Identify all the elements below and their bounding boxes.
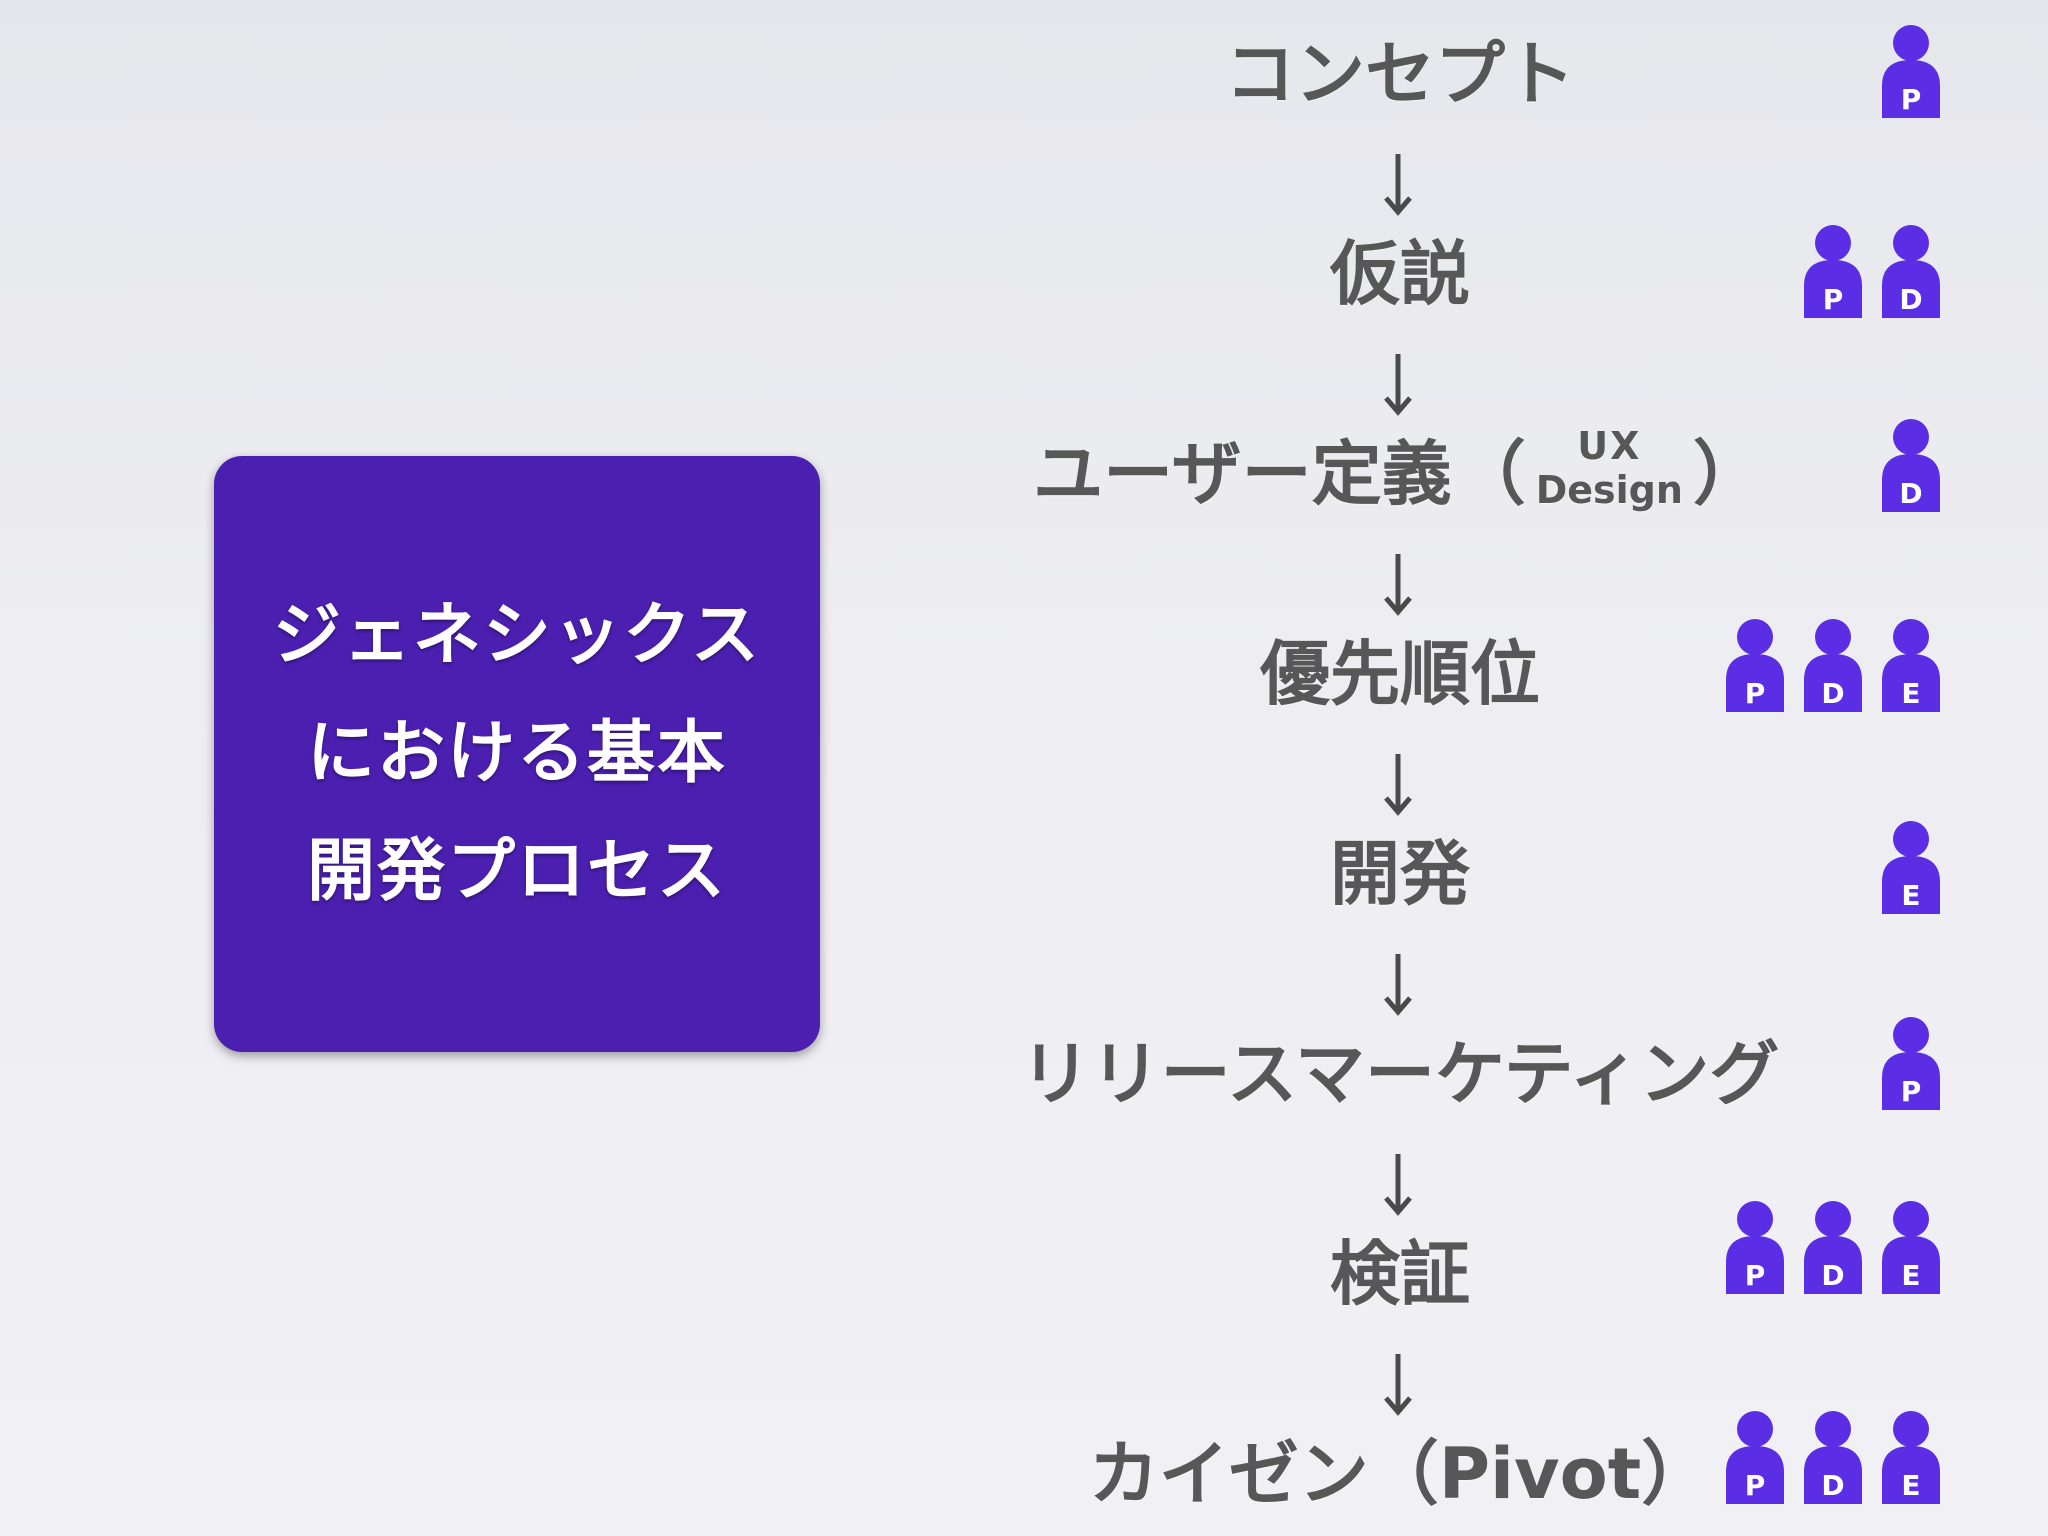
- person-icon: P: [1880, 1016, 1942, 1110]
- step-label: 仮説: [1330, 218, 1470, 319]
- step-label: 優先順位: [1260, 618, 1540, 719]
- role-letter: D: [1899, 283, 1923, 316]
- step-label-text: リリースマーケティング: [1020, 1032, 1780, 1115]
- role-letter: P: [1744, 677, 1766, 710]
- step-6: リリースマーケティング: [960, 1008, 1840, 1128]
- step-label-text: 仮説: [1330, 232, 1470, 315]
- down-arrow-icon: [1380, 1152, 1416, 1216]
- title-line-3: 開発プロセス: [306, 832, 727, 911]
- step-1: コンセプト: [960, 8, 1840, 128]
- down-arrow-icon: [1380, 152, 1416, 216]
- role-letter: P: [1900, 1075, 1922, 1108]
- down-arrow-icon: [1380, 352, 1416, 416]
- step-label-text: 検証: [1330, 1232, 1470, 1315]
- down-arrow-icon: [1380, 952, 1416, 1016]
- step-5: 開発: [960, 808, 1840, 928]
- role-letter: E: [1901, 1469, 1921, 1502]
- step-7: 検証: [960, 1208, 1840, 1328]
- title-line-1: ジェネシックス: [273, 596, 761, 675]
- role-letter: E: [1901, 879, 1921, 912]
- person-icon: P: [1724, 1200, 1786, 1294]
- person-icon: D: [1880, 224, 1942, 318]
- step-label-text: 開発: [1330, 832, 1470, 915]
- person-icon: D: [1802, 618, 1864, 712]
- person-icon: D: [1880, 418, 1942, 512]
- person-icon: E: [1880, 1410, 1942, 1504]
- down-arrow-icon: [1380, 552, 1416, 616]
- step-label: 検証: [1330, 1218, 1470, 1319]
- role-letter: P: [1744, 1259, 1766, 1292]
- role-letter: D: [1899, 477, 1923, 510]
- role-letter: E: [1901, 677, 1921, 710]
- step-label: リリースマーケティング: [1021, 1018, 1780, 1119]
- step-2: 仮説: [960, 208, 1840, 328]
- step-label: カイゼン（Pivot）: [1089, 1418, 1711, 1519]
- role-letter: E: [1901, 1259, 1921, 1292]
- role-letter: P: [1822, 283, 1844, 316]
- title-box: ジェネシックス における基本 開発プロセス: [214, 456, 820, 1052]
- step-label: コンセプト: [1225, 18, 1575, 119]
- role-icons: P: [1880, 24, 1942, 118]
- title-line-2: における基本: [306, 714, 727, 793]
- design-label: Design: [1535, 468, 1683, 512]
- step-label-text: 優先順位: [1260, 632, 1540, 715]
- role-icons: P: [1880, 1016, 1942, 1110]
- role-letter: D: [1821, 1469, 1845, 1502]
- down-arrow-icon: [1380, 1352, 1416, 1416]
- down-arrow-icon: [1380, 752, 1416, 816]
- step-8: カイゼン（Pivot）: [960, 1408, 1840, 1528]
- person-icon: P: [1724, 1410, 1786, 1504]
- step-label-text: カイゼン（Pivot）: [1088, 1432, 1712, 1515]
- ux-label: UX: [1577, 424, 1642, 468]
- person-icon: D: [1802, 1410, 1864, 1504]
- step-label-text: ユーザー定義: [1033, 432, 1452, 515]
- role-letter: P: [1900, 83, 1922, 116]
- role-icons: D: [1880, 418, 1942, 512]
- step-4: 優先順位: [960, 608, 1840, 728]
- person-icon: P: [1880, 24, 1942, 118]
- person-icon: P: [1724, 618, 1786, 712]
- step-label: 開発: [1330, 818, 1470, 919]
- person-icon: E: [1880, 618, 1942, 712]
- role-letter: P: [1744, 1469, 1766, 1502]
- person-icon: D: [1802, 1200, 1864, 1294]
- person-icon: E: [1880, 1200, 1942, 1294]
- role-letter: D: [1821, 1259, 1845, 1292]
- open-paren: （: [1455, 432, 1526, 515]
- role-letter: D: [1821, 677, 1845, 710]
- step-label-text: コンセプト: [1225, 32, 1575, 115]
- person-icon: P: [1802, 224, 1864, 318]
- person-icon: E: [1880, 820, 1942, 914]
- close-paren: ）: [1692, 432, 1763, 515]
- role-icons: E: [1880, 820, 1942, 914]
